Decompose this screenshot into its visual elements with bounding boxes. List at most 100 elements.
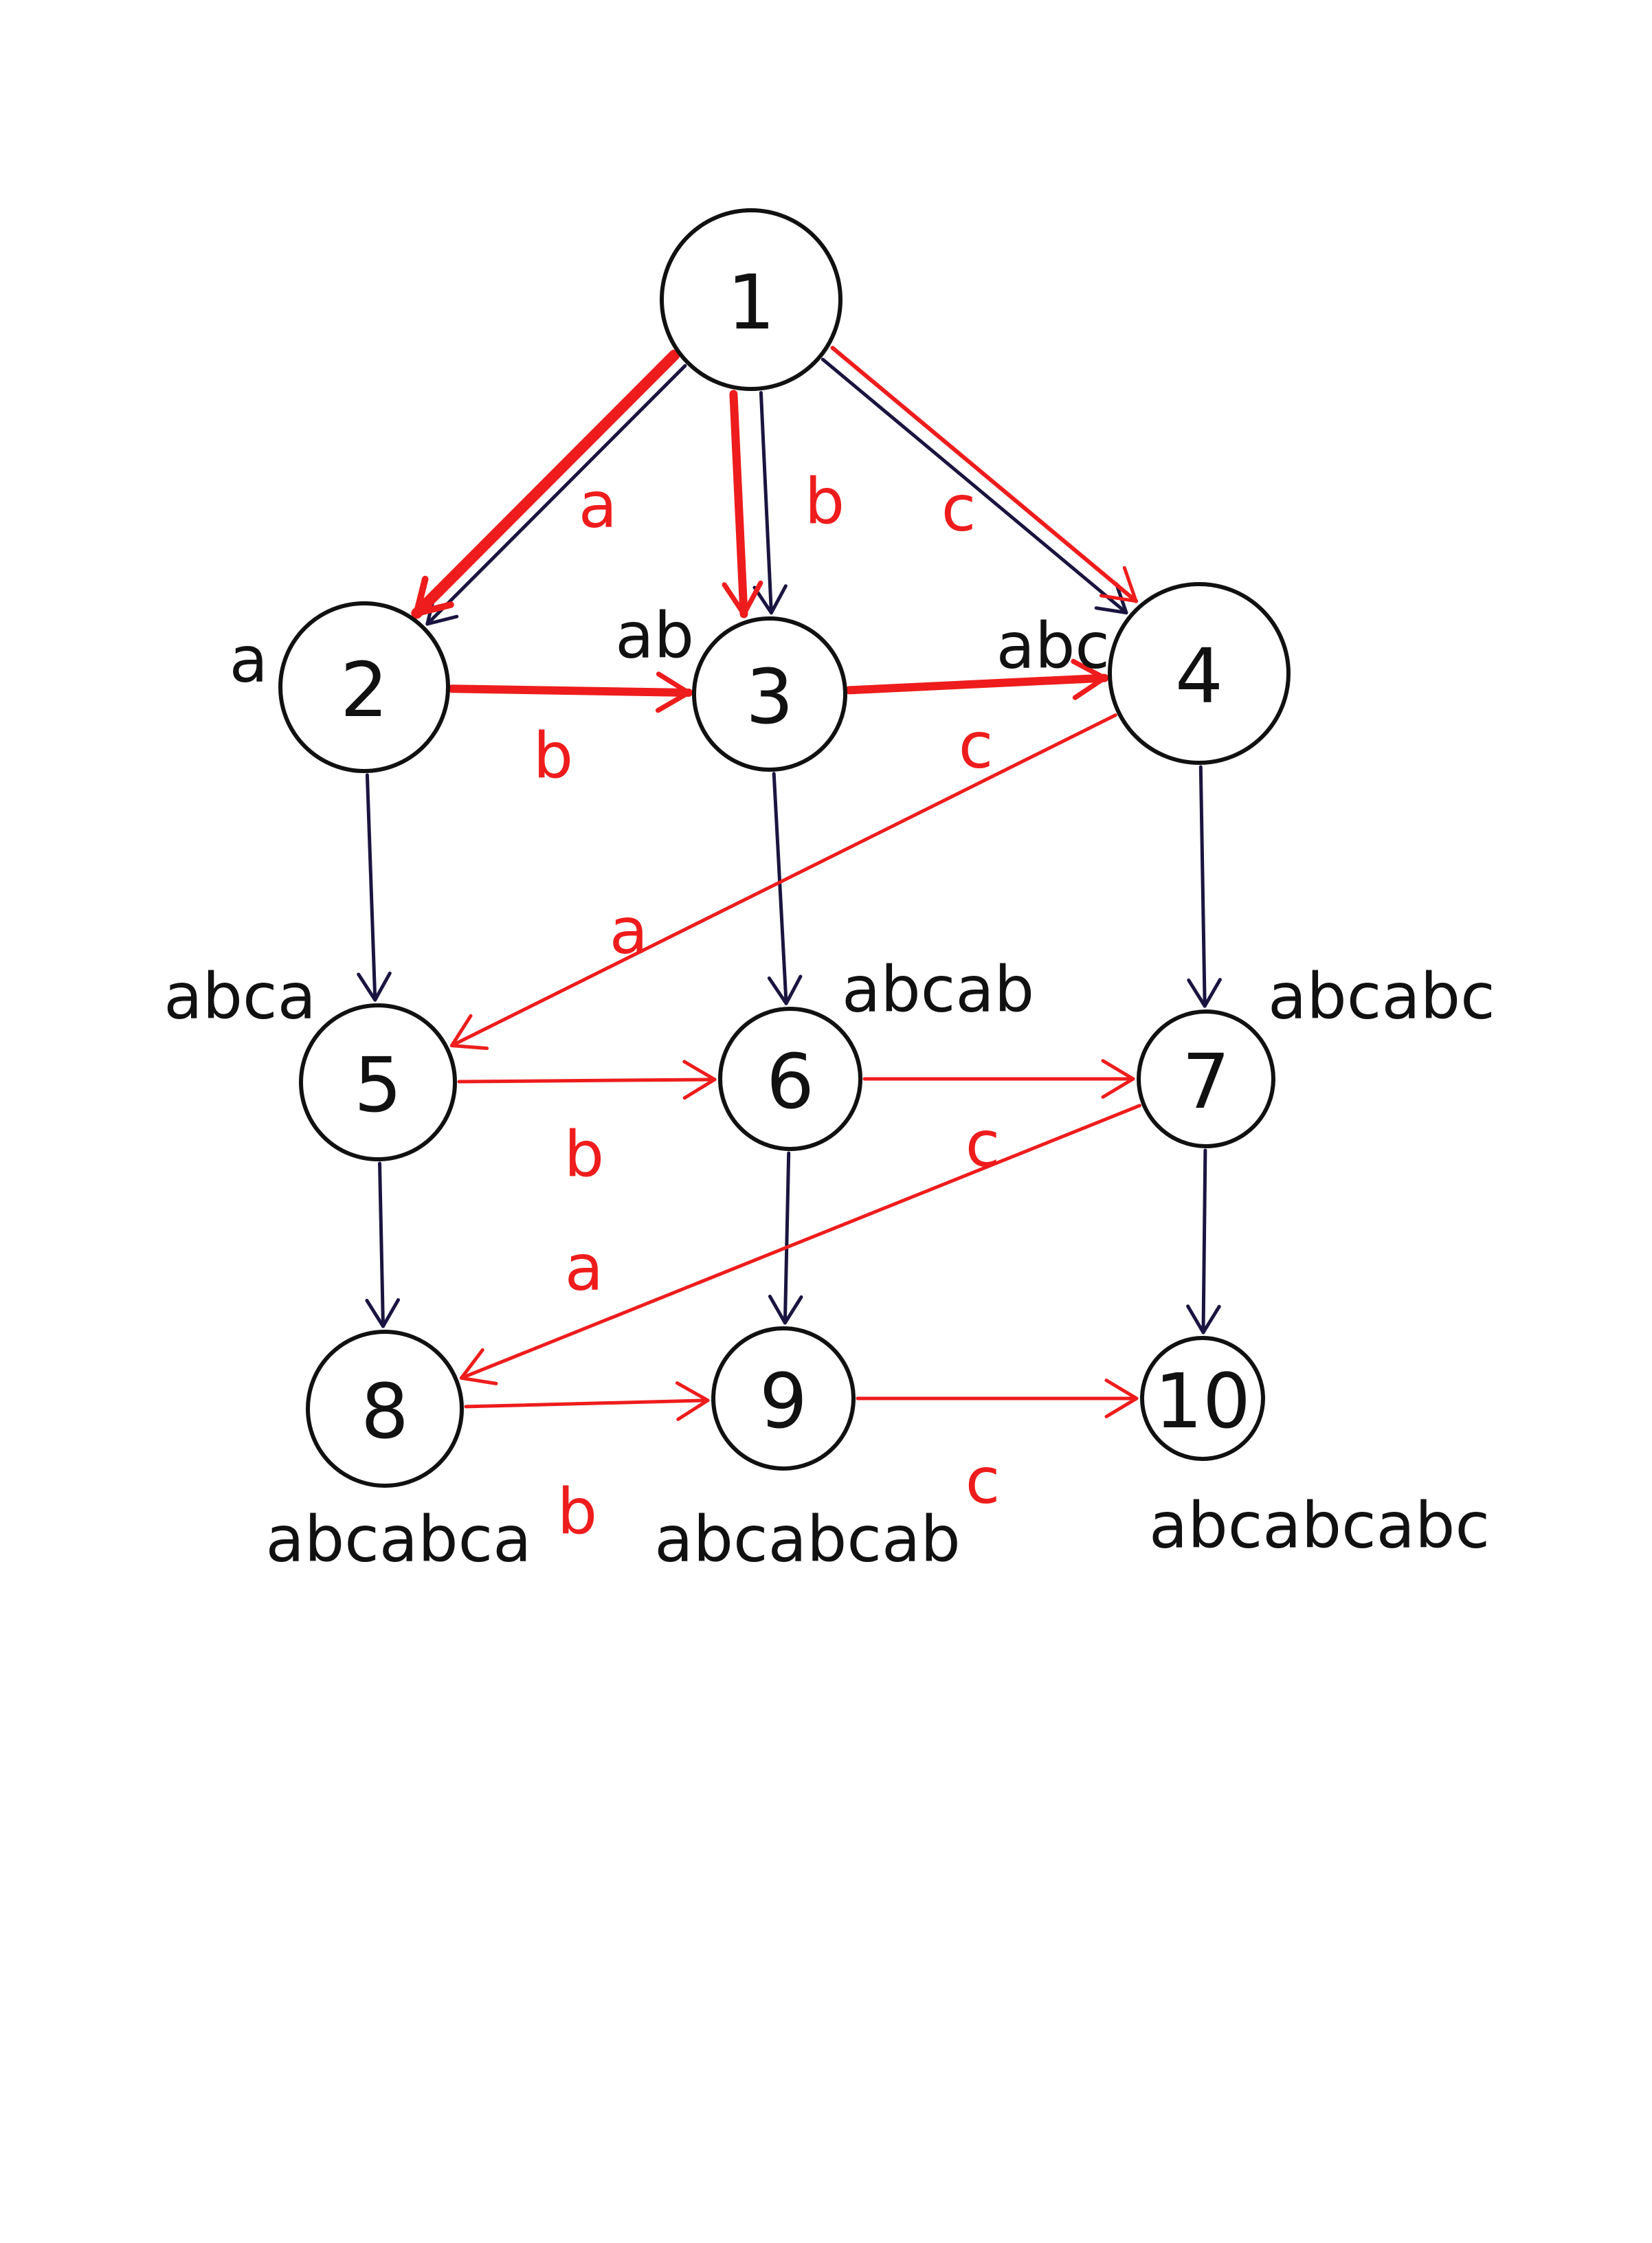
arrowhead-black-2-5 <box>357 971 392 1002</box>
edge-red-5-6 <box>457 1060 717 1100</box>
edge-black-7-10 <box>1186 1148 1221 1335</box>
edge-line-black-6-9 <box>783 1151 791 1325</box>
arrowhead-red-4-5 <box>449 1014 489 1050</box>
edge-black-1-3 <box>752 391 788 615</box>
edge-line-black-7-10 <box>1201 1148 1207 1335</box>
arrowhead-red-2-3 <box>656 671 691 713</box>
edge-line-red-2-3 <box>448 684 693 697</box>
edge-line-black-3-6 <box>772 772 788 1005</box>
node-circle-3 <box>692 616 847 772</box>
node-circle-5 <box>299 1003 457 1161</box>
node-number-6: 6 <box>766 1038 814 1126</box>
edge-label-1-3: b <box>805 465 845 539</box>
edge-line-black-5-8 <box>378 1161 385 1328</box>
edge-line-black-1-4 <box>821 357 1128 615</box>
node-number-1: 1 <box>727 258 775 346</box>
edge-label-4-5: a <box>610 895 648 968</box>
edge-black-6-9 <box>768 1151 803 1325</box>
edge-label-9-10: c <box>965 1444 1001 1518</box>
edge-line-black-1-3 <box>759 391 773 615</box>
edge-black-1-4 <box>821 357 1128 615</box>
edge-red-6-7 <box>862 1059 1135 1099</box>
node-circle-4 <box>1108 582 1291 765</box>
node-circle-10 <box>1140 1336 1265 1461</box>
state-label-6: abcab <box>842 953 1034 1027</box>
edge-red-1-4 <box>830 346 1139 603</box>
node-number-5: 5 <box>354 1041 402 1129</box>
node-number-3: 3 <box>746 653 794 741</box>
arrowhead-red-1-3 <box>722 580 763 617</box>
state-label-5: abca <box>164 960 316 1034</box>
state-label-8: abcabca <box>265 1503 531 1576</box>
edge-line-red-1-2 <box>411 349 680 619</box>
arrowhead-red-6-7 <box>1101 1059 1135 1099</box>
edge-line-black-1-2 <box>425 364 687 626</box>
node-4: 4 <box>1108 582 1291 765</box>
node-circle-7 <box>1137 1009 1275 1148</box>
edge-line-red-1-4 <box>830 346 1139 603</box>
edge-line-red-8-9 <box>464 1398 710 1409</box>
node-circle-9 <box>711 1326 856 1471</box>
node-10: 10 <box>1140 1336 1265 1461</box>
arrowhead-red-7-8 <box>459 1348 498 1385</box>
arrowhead-black-5-8 <box>365 1298 400 1328</box>
node-number-8: 8 <box>361 1368 409 1455</box>
edge-red-8-9 <box>464 1381 710 1421</box>
node-1: 1 <box>660 208 842 391</box>
arrowhead-red-1-2 <box>413 575 454 617</box>
node-9: 9 <box>711 1326 856 1471</box>
state-label-2: a <box>230 623 268 697</box>
state-label-9: abcabcab <box>654 1503 961 1576</box>
node-number-9: 9 <box>759 1357 807 1445</box>
node-circle-2 <box>278 601 450 773</box>
edge-label-8-9: b <box>557 1475 597 1549</box>
node-circle-8 <box>306 1330 464 1488</box>
edge-label-7-8: a <box>565 1231 603 1305</box>
edge-label-1-2: a <box>579 469 617 542</box>
node-number-4: 4 <box>1175 632 1223 720</box>
edge-red-1-2 <box>411 349 680 619</box>
edge-black-3-6 <box>767 772 803 1005</box>
edge-label-5-6: b <box>564 1118 604 1192</box>
edge-black-4-7 <box>1187 765 1222 1008</box>
arrowhead-black-6-9 <box>768 1295 803 1325</box>
node-number-7: 7 <box>1182 1038 1230 1126</box>
nodes-layer: 1 2 3 4 5 6 7 8 9 10 <box>278 208 1291 1488</box>
edge-red-2-3 <box>448 671 693 713</box>
node-7: 7 <box>1137 1009 1275 1148</box>
node-6: 6 <box>718 1007 862 1151</box>
arrowhead-red-1-4 <box>1099 566 1138 603</box>
node-circle-1 <box>660 208 842 391</box>
edge-label-6-7: c <box>965 1108 1001 1181</box>
edges-layer <box>357 346 1222 1421</box>
arrowhead-red-8-9 <box>675 1381 710 1421</box>
edge-line-red-4-5 <box>449 713 1117 1047</box>
edge-label-1-4: c <box>941 472 976 546</box>
arrowhead-red-9-10 <box>1104 1379 1139 1418</box>
edge-red-9-10 <box>856 1379 1139 1418</box>
edge-red-3-4 <box>845 658 1109 700</box>
arrowhead-black-3-6 <box>767 974 803 1005</box>
edge-black-1-2 <box>425 364 687 626</box>
edge-label-3-4: c <box>959 709 994 783</box>
node-3: 3 <box>692 616 847 772</box>
node-8: 8 <box>306 1330 464 1488</box>
edge-line-red-5-6 <box>457 1078 717 1084</box>
edge-line-red-7-8 <box>459 1104 1141 1380</box>
edge-label-2-3: b <box>533 719 573 793</box>
node-5: 5 <box>299 1003 457 1161</box>
edge-red-4-5 <box>449 713 1117 1050</box>
edge-line-black-4-7 <box>1198 765 1207 1008</box>
edge-line-black-2-5 <box>365 773 377 1002</box>
edge-red-1-3 <box>722 390 763 618</box>
node-2: 2 <box>278 601 450 773</box>
edge-black-5-8 <box>365 1161 400 1328</box>
arrowhead-red-5-6 <box>682 1060 717 1100</box>
edge-line-red-3-4 <box>845 673 1109 695</box>
state-label-3: ab <box>615 599 694 673</box>
state-label-4: abc <box>996 610 1110 683</box>
